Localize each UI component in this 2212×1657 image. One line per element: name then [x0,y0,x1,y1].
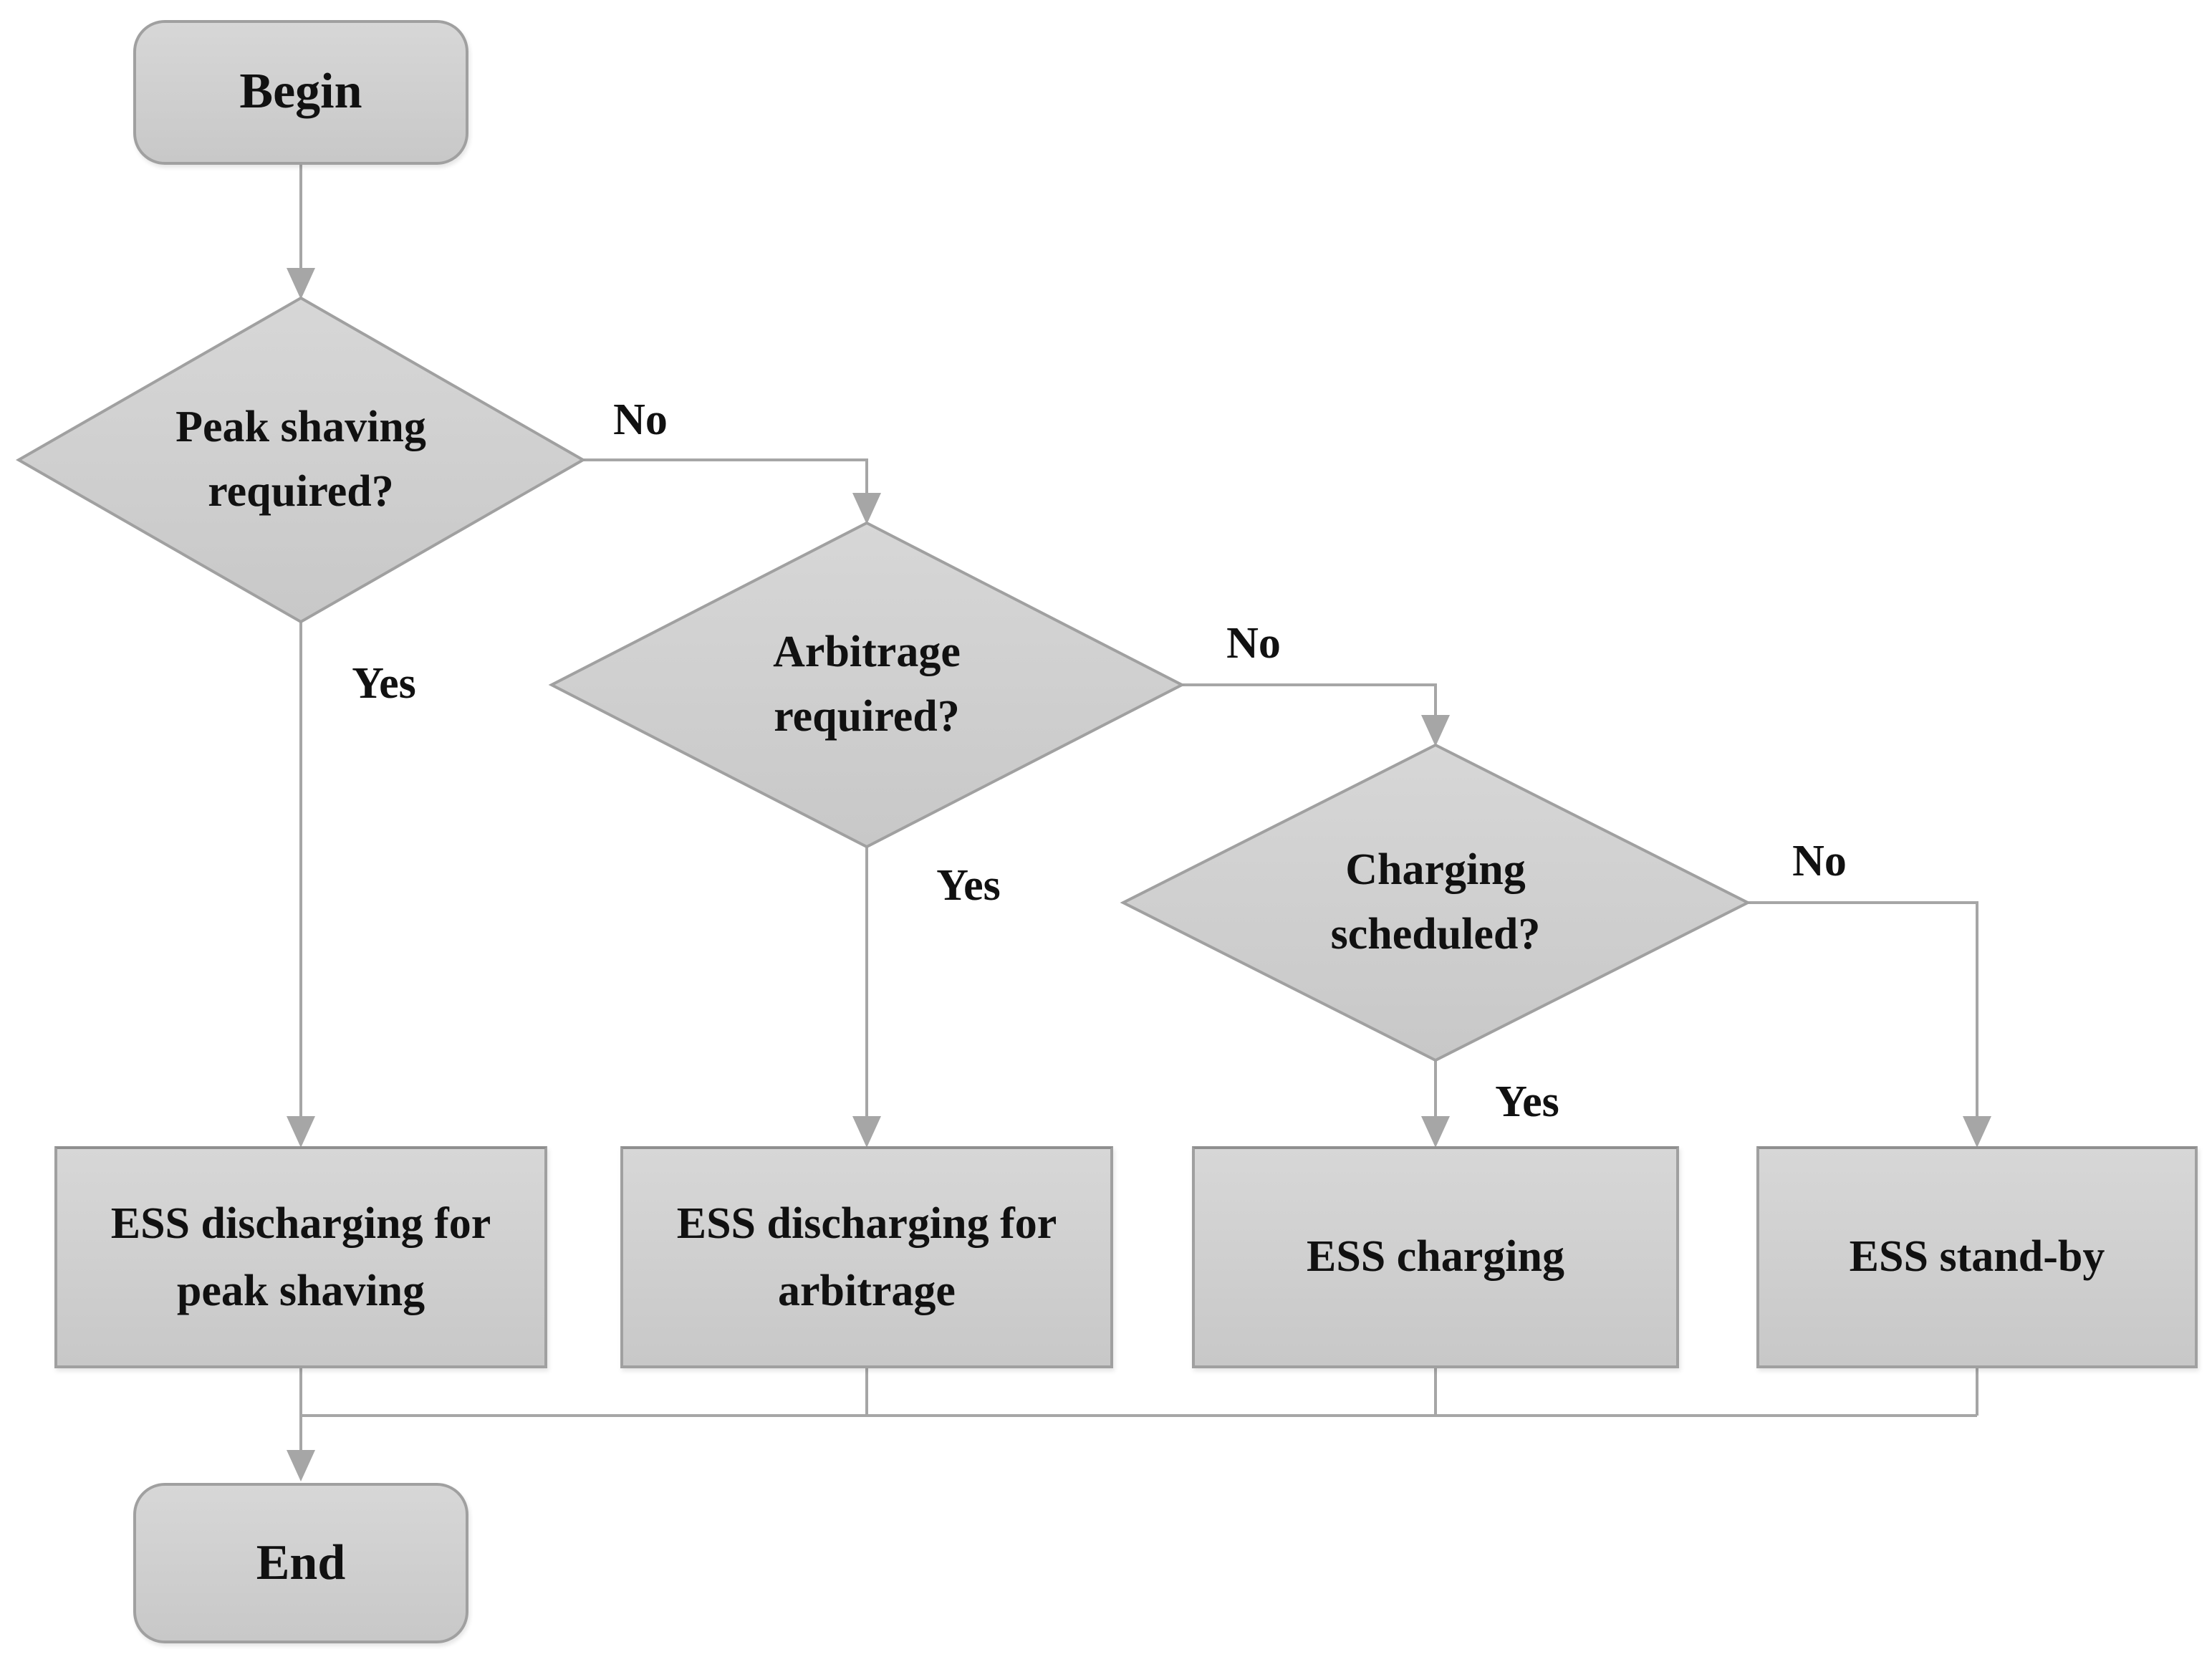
edge-label-yes-peak-shaving: Yes [352,658,416,708]
node-ess-charging-label: ESS charging [1306,1231,1565,1282]
node-ess-discharging-peak-shaving: ESS discharging for peak shaving [54,1146,547,1368]
decision-arbitrage-shape [548,521,1186,849]
node-ess-discharging-arbitrage-label: ESS discharging for arbitrage [676,1198,1057,1315]
decision-charging-scheduled-shape [1120,743,1751,1062]
node-ess-standby: ESS stand-by [1756,1146,2198,1368]
edge-no-peak-shaving-to-arbitrage [583,458,881,524]
node-begin: Begin [133,20,468,165]
node-ess-discharging-arbitrage: ESS discharging for arbitrage [620,1146,1113,1368]
edge-no-arbitrage-to-charging-scheduled [1182,683,1450,746]
edge-no-charging-scheduled-to-standby [1748,901,1991,1148]
node-end-label: End [256,1534,346,1590]
edge-label-yes-arbitrage: Yes [936,860,1001,910]
decision-peak-shaving-shape [15,296,587,624]
edge-label-no-arbitrage: No [1226,618,1281,668]
node-ess-discharging-peak-shaving-label: ESS discharging for peak shaving [110,1198,491,1315]
node-ess-charging: ESS charging [1192,1146,1679,1368]
node-begin-label: Begin [239,63,362,120]
edge-label-yes-charging-scheduled: Yes [1495,1076,1559,1126]
node-end: End [133,1483,468,1643]
edge-label-no-peak-shaving: No [613,394,668,444]
edge-label-no-charging-scheduled: No [1792,835,1847,885]
node-ess-standby-label: ESS stand-by [1849,1231,2105,1282]
